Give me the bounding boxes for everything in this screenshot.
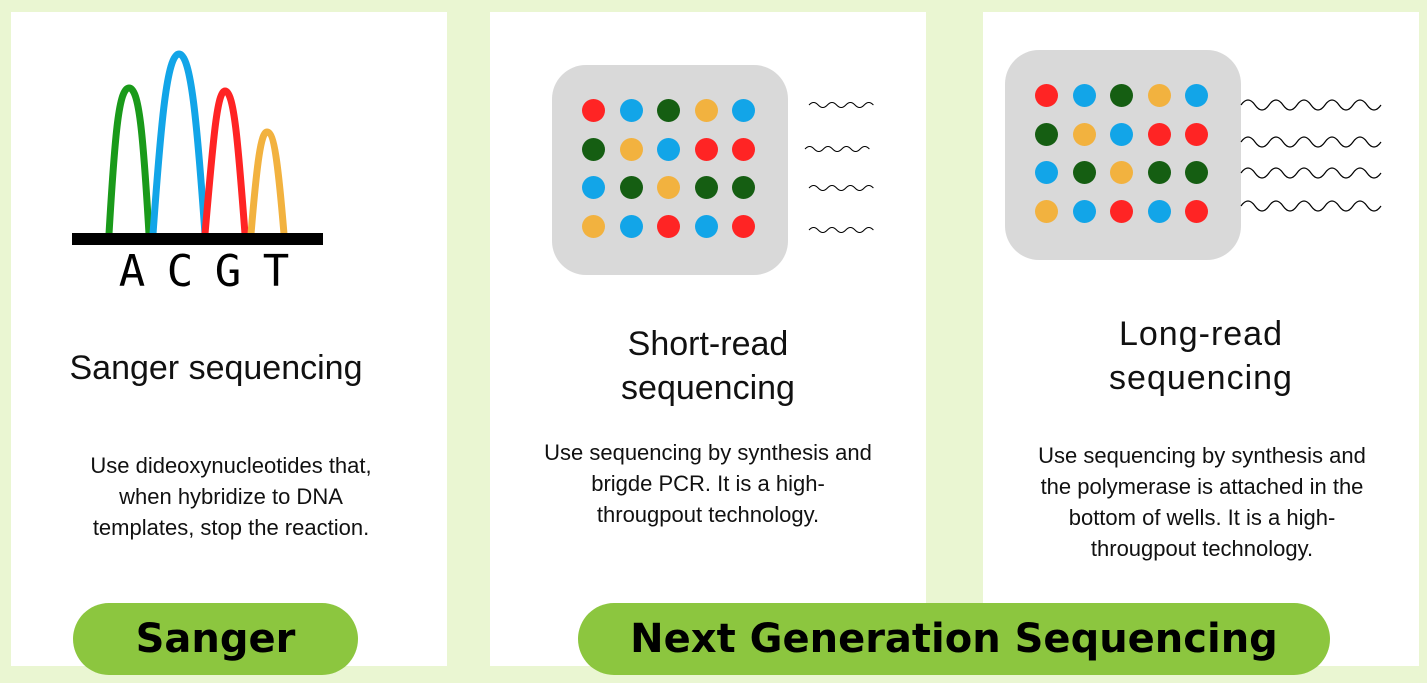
long-read-wave — [1240, 136, 1382, 148]
peak-green — [105, 84, 153, 238]
base-letter-c: C — [167, 246, 194, 297]
chromatogram-peaks — [105, 50, 288, 238]
base-letter-a: A — [119, 246, 146, 297]
dot-dark_green — [1035, 122, 1058, 146]
dot-orange — [1072, 122, 1096, 146]
short-read-title-line: Short-read — [627, 325, 789, 363]
dot-blue — [619, 214, 643, 238]
dot-orange — [1147, 84, 1171, 107]
dot-red — [1035, 84, 1058, 107]
short-read-title: Short-read sequencing — [490, 322, 926, 410]
dot-orange — [1110, 161, 1133, 184]
dot-blue — [657, 137, 680, 161]
dot-blue — [1072, 84, 1096, 107]
dot-orange — [619, 137, 643, 161]
long-read-description-line: bottom of wells. It is a high- — [1068, 505, 1336, 530]
sanger-description-line: when hybridize to DNA — [119, 484, 343, 509]
long-read-title-line: Long-read — [1118, 315, 1283, 353]
flow-cell-chip — [552, 65, 788, 275]
base-letters: A C G T — [119, 246, 290, 297]
dot-orange — [582, 214, 605, 238]
dot-red — [694, 137, 718, 161]
peak-red — [201, 87, 249, 238]
long-read-description-line: througpout technology. — [1090, 536, 1314, 561]
short-read-wave — [808, 227, 874, 233]
dot-dark_green — [657, 99, 680, 122]
dot-dark_green — [1185, 161, 1208, 184]
sanger-title: Sanger sequencing — [0, 346, 435, 390]
dot-red — [657, 214, 680, 238]
dot-dark_green — [694, 176, 718, 199]
dot-orange — [1035, 199, 1058, 223]
sanger-description: Use dideoxynucleotides that, when hybrid… — [31, 450, 431, 543]
base-letter-t: T — [263, 246, 290, 297]
sanger-description-line: templates, stop the reaction. — [92, 515, 370, 540]
dot-red — [1110, 199, 1133, 223]
ngs-group-label: Next Generation Sequencing — [578, 603, 1330, 675]
dot-blue — [1185, 84, 1208, 107]
baseline-bar — [72, 233, 323, 245]
sanger-description-line: Use dideoxynucleotides that, — [90, 453, 372, 478]
dot-blue — [582, 176, 605, 199]
long-read-description-line: the polymerase is attached in the — [1040, 474, 1364, 499]
long-read-description: Use sequencing by synthesis and the poly… — [993, 440, 1411, 564]
short-read-wave — [804, 146, 870, 152]
chromatogram-icon: A C G T — [72, 50, 323, 297]
short-read-wave — [808, 185, 874, 191]
short-reads-icon — [804, 102, 874, 233]
short-read-wave — [808, 102, 874, 108]
short-read-description-line: Use sequencing by synthesis and — [544, 440, 872, 465]
sanger-group-label: Sanger — [73, 603, 358, 675]
well-plate-chip — [1005, 50, 1241, 260]
peak-orange — [247, 128, 288, 238]
sanger-title-line: Sanger sequencing — [69, 349, 363, 387]
long-read-title-line: sequencing — [1109, 359, 1293, 397]
short-read-card: Short-read sequencing Use sequencing by … — [490, 12, 926, 666]
dot-red — [1185, 199, 1208, 223]
long-read-title: Long-read sequencing — [983, 312, 1419, 400]
short-read-title-line: sequencing — [621, 369, 795, 407]
dot-red — [582, 99, 605, 122]
long-read-wave — [1240, 200, 1382, 212]
dot-red — [732, 214, 755, 238]
short-read-description-line: brigde PCR. It is a high- — [591, 471, 825, 496]
dot-blue — [1072, 199, 1096, 223]
dot-blue — [1035, 161, 1058, 184]
sanger-card: A C G T Sanger sequencing Use dideoxynuc… — [11, 12, 447, 666]
long-read-wave — [1240, 99, 1382, 111]
long-read-description-line: Use sequencing by synthesis and — [1038, 443, 1366, 468]
dot-dark_green — [582, 137, 605, 161]
dot-blue — [694, 214, 718, 238]
dot-red — [732, 137, 755, 161]
dot-orange — [694, 99, 718, 122]
peak-blue — [149, 50, 209, 238]
dot-dark_green — [619, 176, 643, 199]
dot-blue — [732, 99, 755, 122]
short-read-description-line: througpout technology. — [596, 502, 820, 527]
short-read-description: Use sequencing by synthesis and brigde P… — [500, 437, 916, 530]
dot-blue — [1147, 199, 1171, 223]
dot-blue — [1110, 122, 1133, 146]
dot-red — [1185, 122, 1208, 146]
long-read-wave — [1240, 167, 1382, 179]
dot-red — [1147, 122, 1171, 146]
dot-dark_green — [732, 176, 755, 199]
long-read-card: Long-read sequencing Use sequencing by s… — [983, 12, 1419, 666]
dot-dark_green — [1110, 84, 1133, 107]
base-letter-g: G — [215, 246, 242, 297]
dot-dark_green — [1147, 161, 1171, 184]
dot-blue — [619, 99, 643, 122]
dot-dark_green — [1072, 161, 1096, 184]
dot-orange — [657, 176, 680, 199]
long-reads-icon — [1240, 99, 1382, 212]
